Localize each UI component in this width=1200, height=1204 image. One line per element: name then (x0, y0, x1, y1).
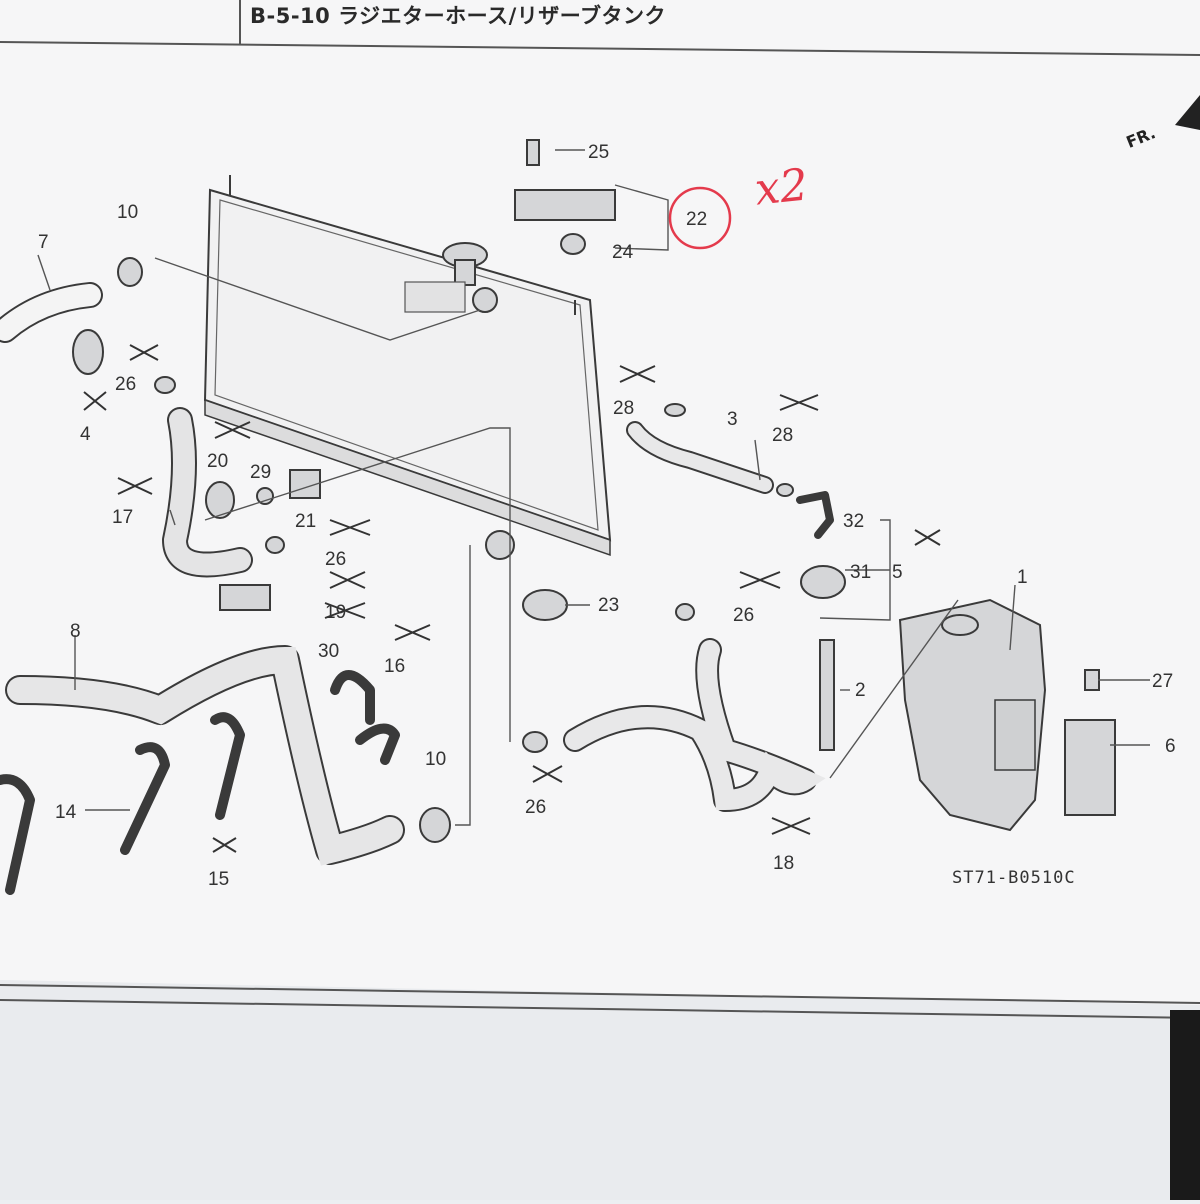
bracket-22 (514, 189, 616, 221)
callout-6: 6 (1165, 736, 1176, 757)
bracket-6 (1064, 719, 1116, 816)
dark-edge (1170, 1010, 1200, 1200)
clamp-20 (205, 481, 235, 519)
x-marks (83, 344, 941, 853)
stay-left (0, 774, 35, 895)
bracket-21 (289, 469, 321, 499)
reserve-tank (898, 598, 1047, 832)
callout-29: 29 (250, 462, 271, 483)
clamp-19 (219, 584, 271, 611)
callout-26-c: 26 (733, 605, 754, 626)
overflow-tube (819, 639, 835, 751)
lower-paper (0, 980, 1200, 1200)
front-arrow-icon (1175, 95, 1200, 130)
callout-28-b: 28 (772, 425, 793, 446)
holder-16 (355, 723, 400, 765)
stay-14 (120, 742, 170, 855)
clip-28-right (776, 483, 794, 497)
clip-26-mid (265, 536, 285, 554)
clip-26-low (522, 731, 548, 753)
header-rule (0, 41, 1200, 56)
callout-19: 19 (325, 602, 346, 623)
callout-26-b: 26 (325, 549, 346, 570)
callout-16: 16 (384, 656, 405, 677)
joint-32 (796, 491, 834, 539)
callout-14: 14 (55, 802, 77, 823)
callout-10-lower: 10 (425, 749, 446, 770)
cap-31 (800, 565, 846, 599)
callout-32: 32 (843, 511, 864, 532)
clamp-10-upper (117, 257, 143, 287)
callout-17: 17 (112, 507, 133, 528)
clip-26-left (154, 376, 176, 394)
callout-2: 2 (855, 680, 866, 701)
callout-27: 27 (1152, 671, 1173, 692)
cap-23 (522, 589, 568, 621)
callout-15: 15 (208, 869, 229, 890)
clamp-10-lower (419, 807, 451, 843)
bolt-29 (256, 487, 274, 505)
callout-18: 18 (773, 853, 794, 874)
callout-28-a: 28 (613, 398, 634, 419)
clip-26-right (675, 603, 695, 621)
clip-28-left (664, 403, 686, 417)
callout-20: 20 (207, 451, 228, 472)
footer-rule-2 (0, 999, 1200, 1019)
clamp-4 (72, 329, 104, 375)
callout-26-a: 26 (115, 374, 136, 395)
callout-5: 5 (892, 562, 903, 583)
radiator (203, 175, 612, 560)
callout-21: 21 (295, 511, 316, 532)
footer-rule (0, 984, 1200, 1004)
bolt-25 (526, 139, 540, 166)
callout-30: 30 (318, 641, 339, 662)
red-circle-annotation (668, 186, 732, 250)
callout-10-upper: 10 (117, 202, 138, 223)
callout-4: 4 (80, 424, 91, 445)
drawing-code: ST71-B0510C (952, 868, 1076, 888)
callout-31: 31 (850, 562, 871, 583)
callout-22: 22 (686, 209, 707, 230)
page-title: B-5-10 ラジエターホース/リザーブタンク (250, 4, 667, 28)
callout-24: 24 (612, 242, 634, 263)
callout-26-d: 26 (525, 797, 546, 818)
callout-23: 23 (598, 595, 619, 616)
callout-3: 3 (727, 409, 738, 430)
callout-25: 25 (588, 142, 609, 163)
callout-7: 7 (38, 232, 49, 253)
cushion-24 (560, 233, 586, 255)
stay-15 (210, 712, 245, 820)
bolt-27 (1084, 669, 1100, 691)
callout-8: 8 (70, 621, 81, 642)
callout-1: 1 (1017, 567, 1028, 588)
holder-30 (330, 670, 375, 725)
handwritten-quantity-note: x2 (752, 159, 811, 216)
